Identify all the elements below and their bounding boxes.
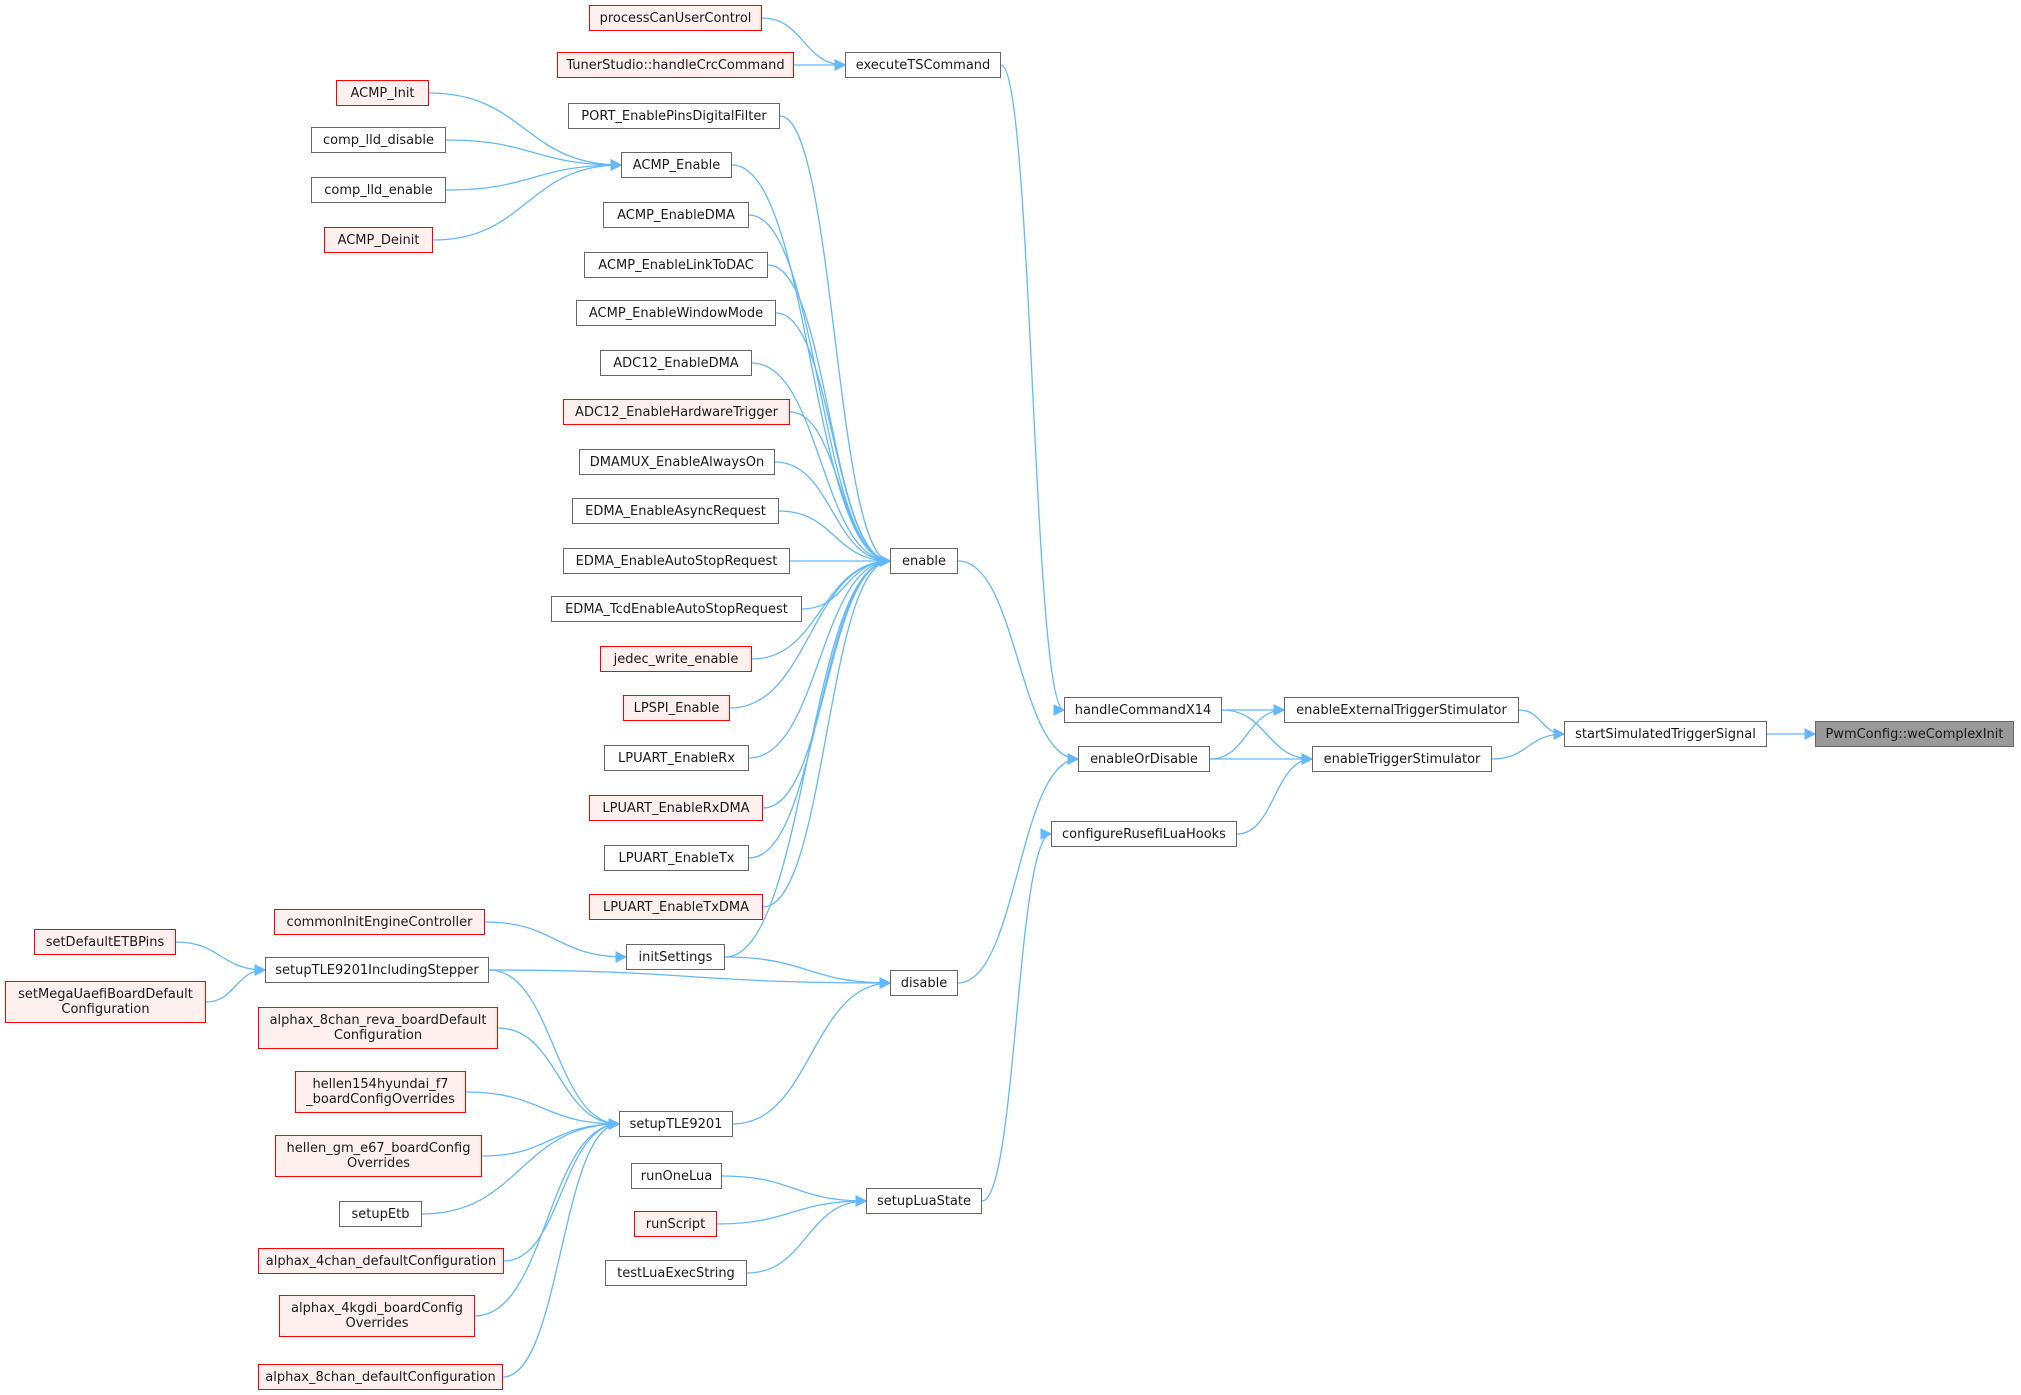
node-setupEtb[interactable]: setupEtb [339, 1201, 422, 1227]
node-enableExternalTriggerStimulator[interactable]: enableExternalTriggerStimulator [1284, 697, 1519, 723]
edge-PORT_EnablePinsDigitalFilter-to-enable [779, 115, 892, 567]
node-ACMP_EnableLinkToDAC[interactable]: ACMP_EnableLinkToDAC [584, 252, 768, 278]
node-DMAMUX_EnableAlwaysOn[interactable]: DMAMUX_EnableAlwaysOn [579, 449, 775, 475]
edge-comp_lld_disable-to-ACMP_Enable [445, 139, 623, 171]
node-enableOrDisable[interactable]: enableOrDisable [1078, 746, 1210, 772]
node-runOneLua[interactable]: runOneLua [631, 1163, 722, 1189]
node-setDefaultETBPins[interactable]: setDefaultETBPins [34, 929, 176, 955]
edge-comp_lld_enable-to-ACMP_Enable [445, 159, 623, 191]
edge-DMAMUX_EnableAlwaysOn-to-enable [774, 461, 892, 567]
node-ACMP_Init[interactable]: ACMP_Init [336, 80, 429, 106]
edge-setupEtb-to-setupTLE9201 [421, 1118, 621, 1215]
node-setupTLE9201IncludingStepper[interactable]: setupTLE9201IncludingStepper [265, 957, 489, 983]
edge-testLuaExecString-to-setupLuaState [746, 1195, 868, 1274]
node-enableTriggerStimulator[interactable]: enableTriggerStimulator [1312, 746, 1492, 772]
node-EDMA_TcdEnableAutoStopRequest[interactable]: EDMA_TcdEnableAutoStopRequest [551, 596, 802, 622]
node-commonInitEngineController[interactable]: commonInitEngineController [274, 909, 485, 935]
node-setMegaUaefiBoardDefaultConfiguration[interactable]: setMegaUaefiBoardDefault Configuration [5, 981, 206, 1023]
node-LPUART_EnableTxDMA[interactable]: LPUART_EnableTxDMA [589, 894, 763, 920]
edge-runScript-to-setupLuaState [716, 1195, 868, 1225]
node-ACMP_EnableWindowMode[interactable]: ACMP_EnableWindowMode [576, 300, 776, 326]
node-LPUART_EnableRxDMA[interactable]: LPUART_EnableRxDMA [589, 795, 763, 821]
edge-ACMP_EnableDMA-to-enable [748, 214, 892, 567]
node-ACMP_EnableDMA[interactable]: ACMP_EnableDMA [603, 202, 749, 228]
edge-enable-to-enableOrDisable [957, 560, 1080, 765]
edge-disable-to-enableOrDisable [957, 753, 1080, 984]
node-alphax_4chan_defaultConfiguration[interactable]: alphax_4chan_defaultConfiguration [258, 1248, 504, 1274]
node-setupLuaState[interactable]: setupLuaState [866, 1188, 982, 1214]
node-alphax_4kgdi_boardConfigOverrides[interactable]: alphax_4kgdi_boardConfig Overrides [279, 1295, 475, 1337]
edge-hellen154hyundai-to-setupTLE9201 [465, 1091, 621, 1130]
edge-enableTriggerStimulator-to-startSimulatedTriggerSignal [1491, 728, 1566, 760]
node-testLuaExecString[interactable]: testLuaExecString [605, 1260, 747, 1286]
node-tunerstudio-handleCrcCommand[interactable]: TunerStudio::handleCrcCommand [557, 52, 794, 78]
edge-alphax_4chan_defaultConfiguration-to-setupTLE9201 [503, 1118, 621, 1262]
node-EDMA_EnableAutoStopRequest[interactable]: EDMA_EnableAutoStopRequest [563, 548, 790, 574]
edge-ACMP_Init-to-ACMP_Enable [428, 92, 623, 171]
node-alphax_8chan_defaultConfiguration[interactable]: alphax_8chan_defaultConfiguration [258, 1364, 503, 1390]
edge-runOneLua-to-setupLuaState [721, 1175, 868, 1207]
node-root-pwmconfig-weComplexInit[interactable]: PwmConfig::weComplexInit [1815, 721, 2014, 747]
node-executeTSCommand[interactable]: executeTSCommand [845, 52, 1001, 78]
node-alphax_8chan_reva_boardDefaultConfiguration[interactable]: alphax_8chan_reva_boardDefault Configura… [258, 1007, 498, 1049]
edge-setupTLE9201IncludingStepper-to-disable [488, 969, 892, 989]
edge-hellen_gm_e67-to-setupTLE9201 [481, 1118, 621, 1157]
edge-ADC12_EnableDMA-to-enable [751, 362, 892, 567]
edge-EDMA_TcdEnableAutoStopRequest-to-enable [801, 555, 892, 610]
edge-LPUART_EnableTxDMA-to-enable [762, 555, 892, 908]
edge-setDefaultETBPins-to-setupTLE9201IncludingStepper [175, 941, 267, 976]
node-ACMP_Enable[interactable]: ACMP_Enable [621, 152, 732, 178]
node-PORT_EnablePinsDigitalFilter[interactable]: PORT_EnablePinsDigitalFilter [568, 103, 780, 129]
edge-setupTLE9201-to-disable [732, 977, 892, 1125]
node-configureRusefiLuaHooks[interactable]: configureRusefiLuaHooks [1051, 821, 1237, 847]
edge-ACMP_EnableWindowMode-to-enable [775, 312, 892, 567]
node-runScript[interactable]: runScript [634, 1211, 717, 1237]
edge-alphax_4kgdi-to-setupTLE9201 [474, 1118, 621, 1317]
node-EDMA_EnableAsyncRequest[interactable]: EDMA_EnableAsyncRequest [572, 498, 779, 524]
edge-initSettings-to-enable [724, 555, 892, 958]
edge-ADC12_EnableHardwareTrigger-to-enable [789, 411, 892, 567]
edge-commonInitEngineController-to-initSettings [484, 921, 628, 963]
node-hellen_gm_e67_boardConfigOverrides[interactable]: hellen_gm_e67_boardConfig Overrides [275, 1135, 482, 1177]
edge-ACMP_Deinit-to-ACMP_Enable [432, 159, 623, 241]
edge-setupLuaState-to-configureRusefiLuaHooks [981, 828, 1053, 1202]
edge-LPUART_EnableRx-to-enable [748, 555, 892, 759]
node-ACMP_Deinit[interactable]: ACMP_Deinit [324, 227, 433, 253]
edge-EDMA_EnableAsyncRequest-to-enable [778, 510, 892, 567]
node-enable[interactable]: enable [890, 548, 958, 574]
node-comp_lld_disable[interactable]: comp_lld_disable [311, 127, 446, 153]
edge-executeTSCommand-to-handleCommandX14 [1000, 64, 1066, 716]
node-LPUART_EnableRx[interactable]: LPUART_EnableRx [604, 745, 749, 771]
node-LPSPI_Enable[interactable]: LPSPI_Enable [623, 695, 730, 721]
edge-enableOrDisable-to-enableExternalTriggerStimulator [1209, 704, 1286, 760]
edge-processCanUserControl-to-executeTSCommand [761, 17, 847, 71]
edge-configureRusefiLuaHooks-to-enableTriggerStimulator [1236, 753, 1314, 835]
node-startSimulatedTriggerSignal[interactable]: startSimulatedTriggerSignal [1564, 721, 1767, 747]
edge-alphax_8chan_reva-to-setupTLE9201 [497, 1027, 621, 1130]
node-handleCommandX14[interactable]: handleCommandX14 [1064, 697, 1222, 723]
node-ADC12_EnableHardwareTrigger[interactable]: ADC12_EnableHardwareTrigger [563, 399, 790, 425]
node-jedec_write_enable[interactable]: jedec_write_enable [600, 646, 752, 672]
node-disable[interactable]: disable [890, 970, 958, 996]
node-hellen154hyundai_f7_boardConfigOverrides[interactable]: hellen154hyundai_f7 _boardConfigOverride… [295, 1071, 466, 1113]
edge-handleCommandX14-to-enableTriggerStimulator [1221, 709, 1314, 765]
node-initSettings[interactable]: initSettings [626, 944, 725, 970]
edge-LPSPI_Enable-to-enable [729, 555, 892, 709]
node-setupTLE9201[interactable]: setupTLE9201 [619, 1111, 733, 1137]
node-ADC12_EnableDMA[interactable]: ADC12_EnableDMA [600, 350, 752, 376]
node-comp_lld_enable[interactable]: comp_lld_enable [311, 177, 446, 203]
edge-enableExternalTriggerStimulator-to-startSimulatedTriggerSignal [1518, 709, 1566, 740]
edge-setupTLE9201IncludingStepper-to-setupTLE9201 [488, 969, 621, 1130]
edge-initSettings-to-disable [724, 956, 892, 989]
node-processCanUserControl[interactable]: processCanUserControl [589, 5, 762, 31]
edge-setMegaUaefi-to-setupTLE9201IncludingStepper [205, 964, 267, 1003]
edge-alphax_8chan_defaultConfiguration-to-setupTLE9201 [502, 1118, 621, 1378]
node-LPUART_EnableTx[interactable]: LPUART_EnableTx [604, 845, 749, 871]
